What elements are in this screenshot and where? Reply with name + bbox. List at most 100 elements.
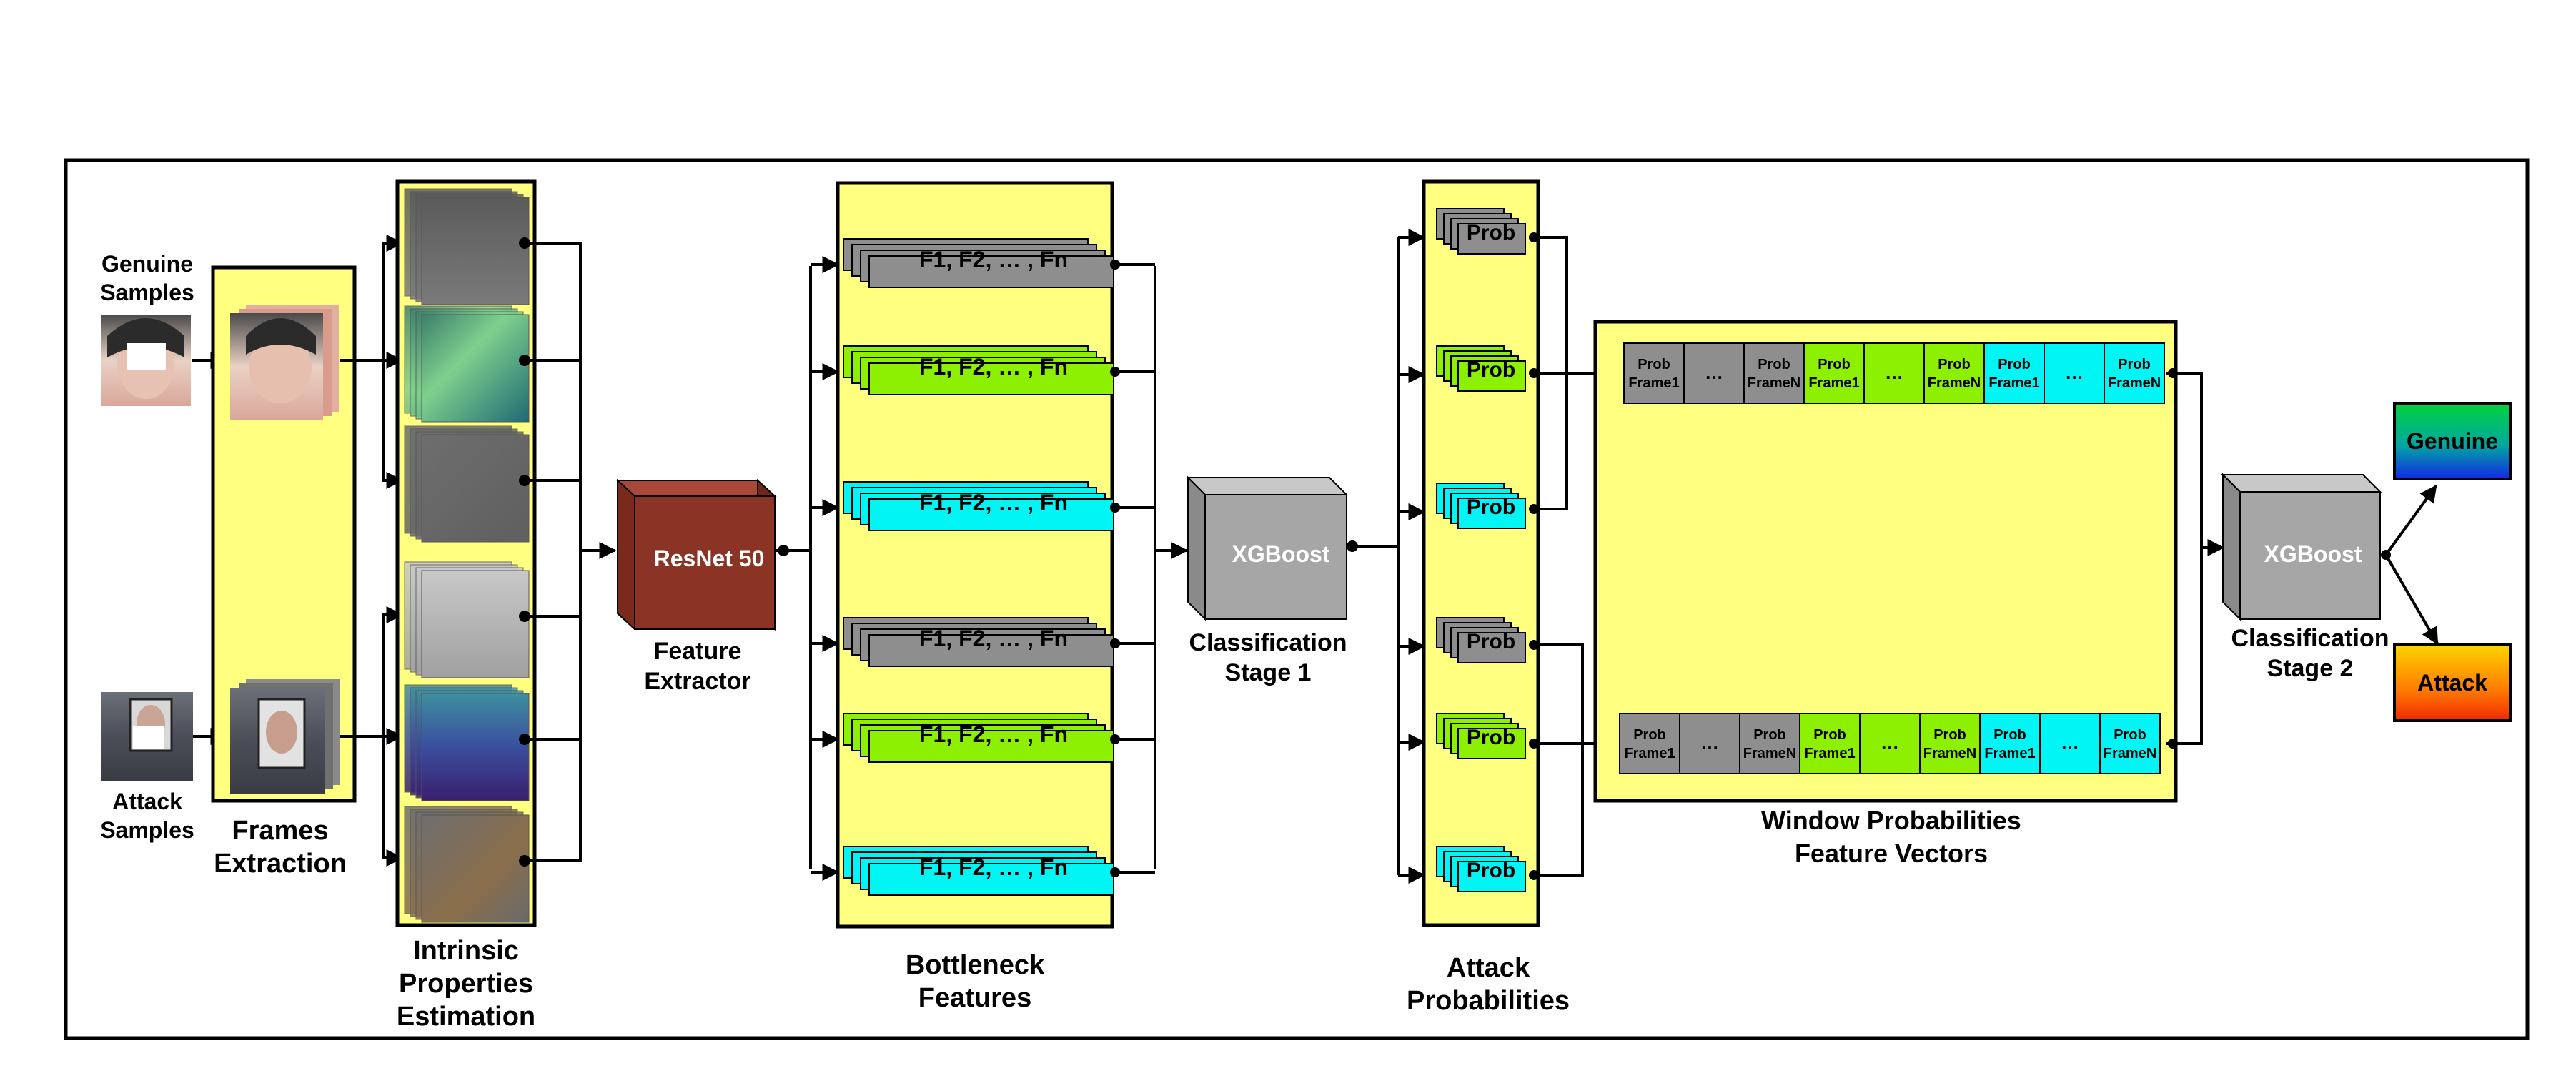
stage2-line2: Stage 2 [2267,655,2354,682]
window-cell [1679,713,1740,774]
prob-frame [1457,861,1526,892]
xgb1-to-prob-arrows [1352,237,1400,875]
genuine-samples-line2: Samples [100,280,194,305]
prob-output-dot [1529,504,1539,514]
intrinsic-maps [404,188,530,923]
window-cell-line1: Prob [1758,357,1790,372]
feature-vector-frame [868,730,1114,763]
window-cell-line1: Prob [1753,727,1786,743]
feature-vector-frame [868,634,1114,667]
window-to-xgb2-arrows [2166,372,2225,745]
prob-label: Prob [1467,221,1515,245]
xgb1-left-face [1187,475,1206,621]
window-cell [2104,342,2165,404]
xgb2-top-face [2221,474,2382,493]
window-cell-line1: Prob [1933,727,1966,743]
window-cell-line2: Frame1 [1628,375,1679,391]
feature-vector-frame [868,498,1114,531]
stage2-line1: Classification [2231,625,2389,652]
prob-output-dot [1529,870,1539,880]
intrinsic-dot [519,611,530,622]
intrinsic-map-frame [421,197,530,305]
feature-stack: F1, F2, … , Fn [843,617,1114,667]
intrinsic-map-frame [421,570,530,678]
intrinsic-map-frame [421,693,530,801]
prob-stack: Prob [1436,208,1526,255]
resnet-label: ResNet 50 [654,546,765,571]
feature-vector-frame [868,255,1114,288]
genuine-output: Genuine [2393,402,2512,480]
attack-samples-line2: Samples [100,817,194,843]
window-top-dot [2168,368,2178,378]
prob-output-dot [1529,739,1539,749]
feature-vector-label: F1, F2, … , Fn [919,490,1068,515]
window-cell-line2: FrameN [1923,746,1976,761]
window-cell-line2: FrameN [1743,746,1796,761]
xgb1-top-face [1186,477,1349,495]
intrinsic-panel-bg [395,179,537,927]
feature-vector-label: F1, F2, … , Fn [919,626,1068,651]
window-cell [1743,342,1805,404]
window-cell-line1: Prob [1633,727,1666,743]
window-cell-line1: Prob [1993,727,2026,743]
prob-input-arrows [1398,229,1426,884]
window-cell [1919,713,1981,774]
window-cell-line1: Prob [1638,357,1670,372]
intrinsic-dot [519,355,530,366]
resnet-output-dot [778,545,789,556]
stage1-line1: Classification [1189,629,1347,656]
window-probabilities-panel: ProbFrame1…ProbFrameNProbFrame1…ProbFram… [1593,320,2178,868]
genuine-samples-line1: Genuine [101,251,193,277]
window-cell-line1: Prob [2114,727,2146,743]
prob-frame [1457,498,1526,529]
attack-eye-mask [133,726,164,749]
window-bottom-dot [2168,739,2178,749]
intrinsic-dot [519,475,530,486]
attack-samples-line1: Attack [112,789,182,814]
feature-extractor-line1: Feature [654,638,742,665]
genuine-output-box [2393,402,2512,480]
prob-label: Prob [1467,726,1515,749]
stage1-line2: Stage 1 [1225,659,1312,686]
window-cell-line2: Frame1 [1808,375,1859,391]
window-cell-line2: Frame1 [1984,746,2035,761]
feature-vector-label: F1, F2, … , Fn [919,854,1068,880]
resnet-top-face [615,480,777,497]
window-cell-line2: Frame1 [1988,375,2039,391]
prob-frame [1457,728,1526,759]
bottleneck-line2: Features [918,983,1031,1013]
window-cell-ellipsis: … [2061,732,2079,754]
attack-frame-stack [230,679,340,794]
window-cell-line2: FrameN [2108,375,2161,391]
intrinsic-to-resnet-arrows [525,242,617,862]
attack-prob-line2: Probabilities [1407,986,1570,1016]
intrinsic-line3: Estimation [397,1002,535,1032]
attack-output-box [2393,643,2512,722]
window-cell-ellipsis: … [2065,362,2084,383]
prob-stack: Prob [1436,483,1526,529]
window-cell [1623,342,1685,404]
bottleneck-line1: Bottleneck [906,950,1045,980]
intrinsic-line1: Intrinsic [413,936,519,966]
arrow-to-genuine [2384,485,2437,556]
window-cell-line2: Frame1 [1624,746,1675,761]
prob-stack: Prob [1436,713,1526,759]
feature-stacks: F1, F2, … , Fn F1, F2, … , Fn F1, F2, … , … [843,238,1120,896]
prob-frame [1457,360,1526,392]
prob-stack: Prob [1436,345,1526,392]
window-cell-ellipsis: … [1881,732,1899,754]
window-vector-top: ProbFrame1…ProbFrameNProbFrame1…ProbFram… [1623,342,2165,404]
xgb2-front-face [2239,491,2381,620]
prob-stack: Prob [1436,617,1526,663]
